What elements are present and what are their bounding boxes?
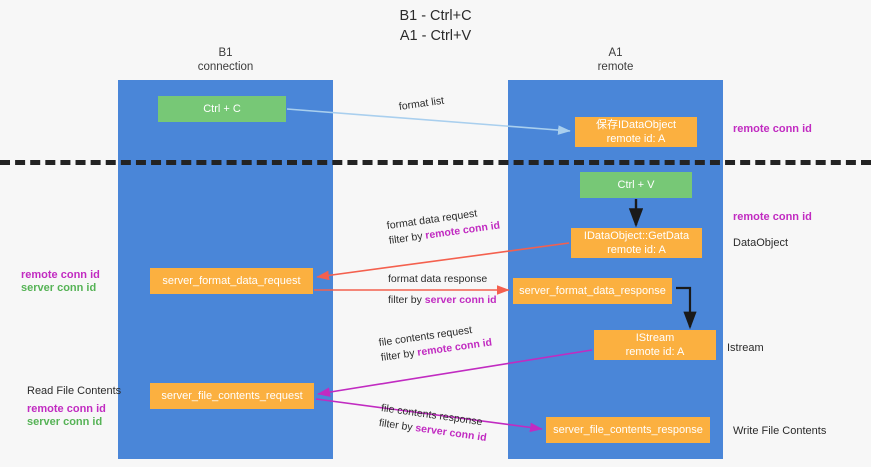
left-label-read-file-contents: Read File Contents [27, 385, 122, 397]
filter-prefix: filter by [388, 294, 425, 306]
right-label-remote-conn-id-mid: remote conn id [733, 211, 812, 223]
node-istream-line1: IStream [635, 332, 675, 344]
node-server-file-contents-request-label: server_file_contents_request [161, 390, 303, 402]
node-ctrl-c-label: Ctrl + C [203, 103, 241, 115]
wire-label-format-data-response-filter: filter by server conn id [388, 293, 497, 308]
right-label-dataobject: DataObject [733, 237, 789, 249]
left-label-server-conn-id-bottom: server conn id [27, 416, 103, 428]
node-istream[interactable]: IStream remote id: A [594, 330, 716, 360]
node-ctrl-v-label: Ctrl + V [617, 179, 655, 191]
node-save-idataobject[interactable]: 保存IDataObject remote id: A [575, 117, 697, 147]
filter-prefix: filter by [388, 229, 427, 247]
right-label-write-file-contents: Write File Contents [733, 425, 827, 437]
column-header-a1-name: A1 [608, 47, 623, 59]
node-idataobject-getdata-line2: remote id: A [607, 244, 666, 256]
node-save-idataobject-line1: 保存IDataObject [595, 119, 677, 131]
column-header-b1: B1 connection [118, 46, 333, 74]
wire-label-format-data-request: format data request filter by remote con… [386, 204, 501, 249]
node-server-format-data-request[interactable]: server_format_data_request [150, 268, 313, 294]
page-title: B1 - Ctrl+C A1 - Ctrl+V [0, 6, 871, 46]
column-header-a1: A1 remote [508, 46, 723, 74]
node-ctrl-c[interactable]: Ctrl + C [158, 96, 286, 122]
node-ctrl-v[interactable]: Ctrl + V [580, 172, 692, 198]
node-server-format-data-request-label: server_format_data_request [162, 275, 301, 287]
node-server-format-data-response[interactable]: server_format_data_response [513, 278, 672, 304]
section-divider [0, 160, 871, 165]
wire-label-format-data-response: format data response filter by server co… [388, 272, 497, 308]
filter-prefix: filter by [378, 416, 417, 434]
column-header-b1-name: B1 [218, 47, 233, 59]
right-label-istream: Istream [727, 342, 764, 354]
column-header-a1-sub: remote [597, 61, 634, 73]
page-title-line-2: A1 - Ctrl+V [399, 28, 472, 44]
node-server-file-contents-response-label: server_file_contents_response [553, 424, 703, 436]
wire-label-format-list: format list [398, 94, 445, 115]
node-idataobject-getdata-line1: IDataObject::GetData [583, 230, 690, 242]
left-label-server-conn-id-mid: server conn id [21, 282, 97, 294]
column-header-b1-sub: connection [197, 61, 254, 73]
wire-label-file-contents-response: file contents response filter by server … [378, 401, 490, 446]
node-server-file-contents-request[interactable]: server_file_contents_request [150, 383, 314, 409]
page-title-line-1: B1 - Ctrl+C [399, 8, 472, 24]
node-istream-line2: remote id: A [625, 346, 685, 358]
right-label-remote-conn-id-top: remote conn id [733, 123, 812, 135]
node-server-format-data-response-label: server_format_data_response [519, 285, 666, 297]
node-server-file-contents-response[interactable]: server_file_contents_response [546, 417, 710, 443]
left-label-remote-conn-id-bottom: remote conn id [27, 403, 106, 415]
node-idataobject-getdata[interactable]: IDataObject::GetData remote id: A [571, 228, 702, 258]
wire-label-format-data-response-text: format data response [388, 273, 488, 285]
filter-key-server-conn-id: server conn id [424, 294, 497, 306]
node-save-idataobject-line2: remote id: A [606, 133, 666, 145]
wire-label-format-list-text: format list [398, 94, 445, 113]
wire-label-file-contents-request: file contents request filter by remote c… [378, 321, 493, 366]
left-label-remote-conn-id-mid: remote conn id [21, 269, 100, 281]
filter-prefix: filter by [380, 346, 419, 364]
